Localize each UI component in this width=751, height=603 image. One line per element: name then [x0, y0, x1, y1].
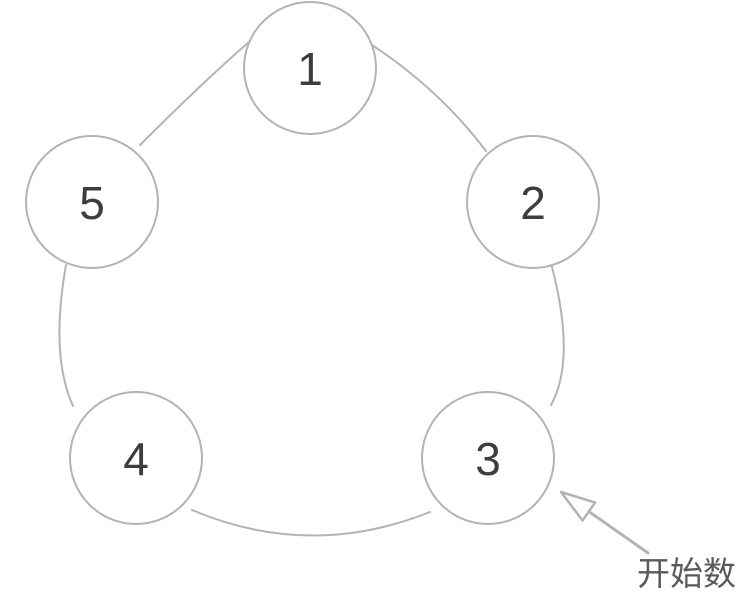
node-1[interactable]: 1 — [243, 1, 377, 135]
start-pointer-label: 开始数 — [637, 555, 736, 592]
edge-1-to-2 — [371, 44, 487, 152]
node-label-2: 2 — [520, 177, 546, 229]
node-circle-3 — [421, 391, 555, 525]
node-circle-4 — [69, 391, 203, 525]
pointer-arrowhead-icon — [559, 490, 597, 522]
pointer-shaft — [582, 506, 650, 555]
node-circle-2 — [466, 135, 600, 269]
edges-group — [58, 41, 565, 537]
edge-2-to-3 — [550, 266, 565, 406]
start-pointer-group: 开始数 — [559, 490, 736, 592]
node-label-3: 3 — [475, 433, 501, 485]
node-3[interactable]: 3 — [421, 391, 555, 525]
node-2[interactable]: 2 — [466, 135, 600, 269]
node-label-5: 5 — [79, 177, 105, 229]
node-label-1: 1 — [297, 43, 323, 95]
node-label-4: 4 — [123, 433, 149, 485]
node-5[interactable]: 5 — [25, 135, 159, 269]
edge-3-to-4 — [191, 509, 431, 537]
edge-5-to-1 — [139, 41, 250, 146]
node-circle-1 — [243, 1, 377, 135]
edge-4-to-5 — [58, 264, 74, 407]
node-circle-5 — [25, 135, 159, 269]
node-4[interactable]: 4 — [69, 391, 203, 525]
nodes-group: 1 2 3 4 5 — [25, 1, 600, 525]
